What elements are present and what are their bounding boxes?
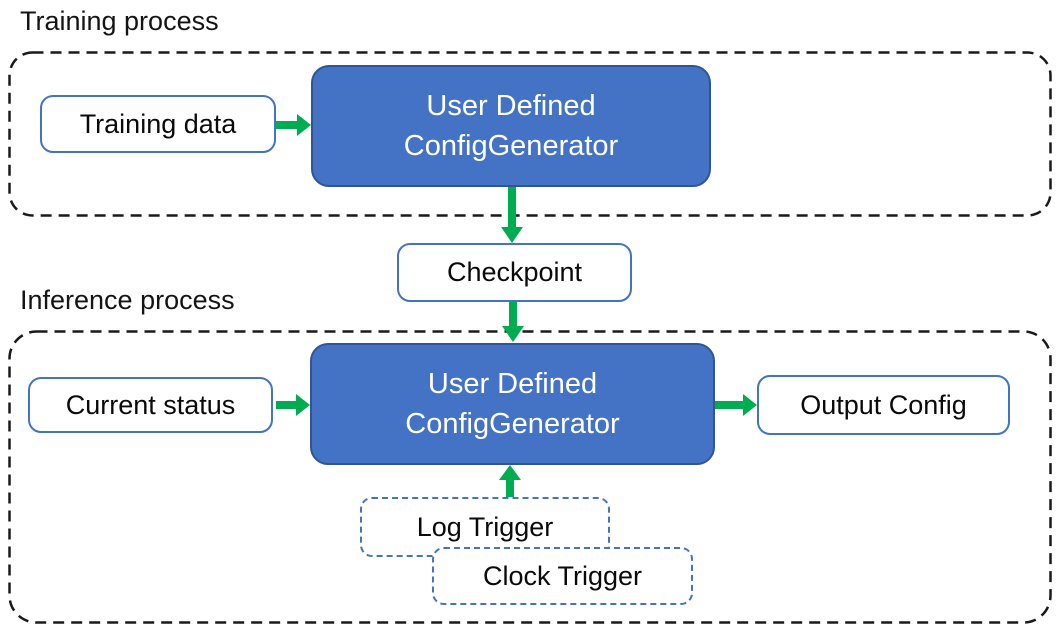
output-config-box: Output Config (757, 375, 1010, 435)
output-config-label: Output Config (800, 389, 967, 420)
arrow-up-icon (499, 465, 521, 497)
inference-container-outline (8, 330, 1052, 624)
training-data-box: Training data (40, 95, 276, 153)
training-container-outline (8, 51, 1052, 217)
arrow-right-shape (276, 114, 311, 136)
clock-trigger-label: Clock Trigger (482, 560, 643, 591)
arrow-up-shape (499, 465, 521, 497)
arrow-right-icon (715, 394, 757, 416)
inference-container-rect (8, 330, 1052, 624)
arrow-right-shape (715, 394, 757, 416)
checkpoint-label: Checkpoint (446, 257, 583, 287)
inference-config-generator-label-line1: User Defined (427, 368, 598, 400)
arrow-down-icon (501, 187, 523, 243)
training-data-label: Training data (79, 108, 237, 139)
training-process-label: Training process (20, 6, 219, 36)
arrow-right-shape (276, 394, 310, 416)
arrow-down-shape (501, 187, 523, 243)
current-status-box: Current status (28, 377, 273, 433)
training-container-rect (8, 51, 1052, 217)
checkpoint-box: Checkpoint (397, 243, 632, 302)
arrow-right-icon (276, 114, 311, 136)
training-config-generator-label-line1: User Defined (426, 90, 596, 122)
inference-config-generator-box: User Defined ConfigGenerator (310, 343, 715, 465)
training-config-generator-box: User Defined ConfigGenerator (311, 65, 711, 187)
log-trigger-label: Log Trigger (416, 511, 554, 542)
clock-trigger-box: Clock Trigger (432, 547, 693, 605)
arrow-down-icon (502, 302, 524, 342)
current-status-label: Current status (65, 389, 236, 420)
inference-process-label: Inference process (20, 285, 235, 315)
inference-config-generator-label-line2: ConfigGenerator (405, 408, 620, 440)
training-config-generator-label-line2: ConfigGenerator (403, 130, 619, 162)
arrow-right-icon (276, 394, 310, 416)
arrow-down-shape (502, 302, 524, 342)
